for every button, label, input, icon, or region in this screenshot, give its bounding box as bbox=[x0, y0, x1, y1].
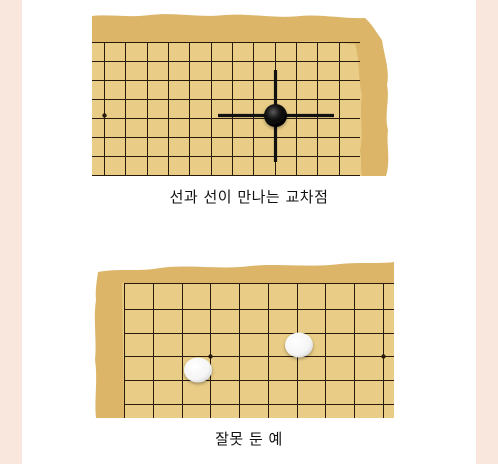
figure-intersection bbox=[92, 14, 389, 177]
star-point bbox=[381, 354, 386, 359]
white-stone bbox=[285, 332, 313, 358]
board1-wood bbox=[92, 41, 362, 177]
black-stone bbox=[264, 104, 287, 127]
white-stone bbox=[184, 357, 212, 383]
star-point bbox=[102, 113, 107, 118]
figure-wrong-example bbox=[94, 262, 395, 418]
figure-caption-wrong-example: 잘못 둔 예 bbox=[215, 430, 283, 448]
board2-grid bbox=[124, 283, 394, 418]
figure-caption-intersection: 선과 선이 만나는 교차점 bbox=[169, 188, 329, 206]
star-point bbox=[208, 354, 213, 359]
board2-wood bbox=[122, 283, 394, 418]
